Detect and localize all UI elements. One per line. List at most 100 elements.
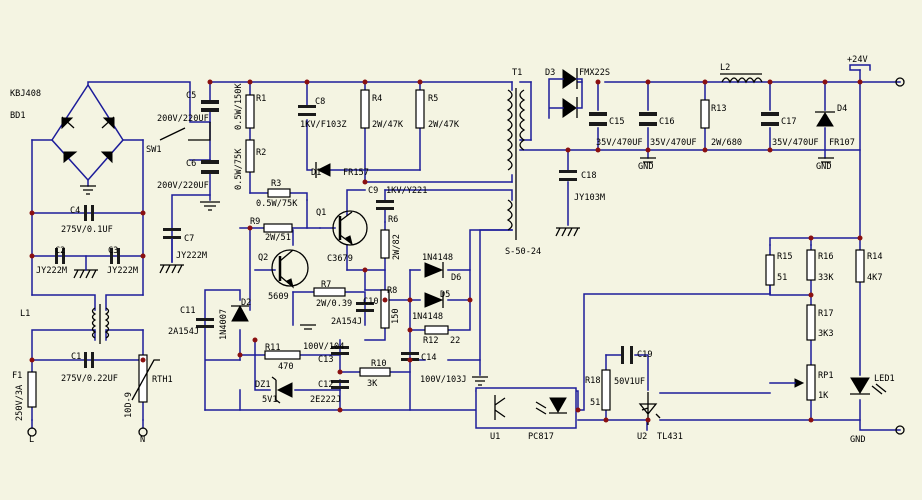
- label-r6: R6: [388, 215, 398, 225]
- label-r5-value: 2W/47K: [428, 120, 460, 130]
- label-c4: C4: [70, 206, 80, 216]
- label-c19-value: 50V1UF: [614, 377, 645, 387]
- label-d3: D3: [545, 68, 555, 78]
- label-c11-value: 2A154J: [168, 327, 199, 337]
- label-c15: C15: [609, 117, 625, 127]
- label-t1: T1: [512, 68, 522, 78]
- label-r15: R15: [777, 252, 793, 262]
- label-c1: C1: [71, 352, 81, 362]
- label-d6: D6: [451, 273, 461, 283]
- label-l: L: [29, 435, 34, 445]
- label-r14-value: 4K7: [867, 273, 883, 283]
- transistors: [271, 210, 661, 425]
- label-c7: C7: [184, 234, 194, 244]
- label-c3: C3: [108, 246, 118, 256]
- label-q2-part: 5609: [268, 292, 289, 302]
- label-bd1: BD1: [10, 111, 26, 121]
- label-r12: R12: [423, 336, 439, 346]
- label-c3-value: JY222M: [107, 266, 138, 276]
- label-bridge-part: KBJ408: [10, 89, 41, 99]
- label-c1-value: 275V/0.22UF: [61, 374, 118, 384]
- label-c5: C5: [186, 91, 196, 101]
- label-c10-value: 2A154J: [331, 317, 362, 327]
- label-t1-part: S-50-24: [505, 247, 541, 257]
- label-f1: F1: [12, 371, 22, 381]
- label-r13-value: 2W/680: [711, 138, 742, 148]
- label-c15-value: 35V/470UF: [596, 138, 643, 148]
- diodes: [231, 68, 887, 404]
- label-r18-value: 51: [590, 398, 600, 408]
- label-gnd-3: GND: [850, 435, 866, 445]
- label-d5-part: 1N4148: [412, 312, 443, 322]
- component-labels: KBJ408 BD1 C5 200V/220UF C6 200V/220UF R…: [10, 55, 895, 445]
- label-l2: L2: [720, 63, 730, 73]
- label-r8: R8: [387, 286, 397, 296]
- label-r15-value: 51: [777, 273, 787, 283]
- label-r4-value: 2W/47K: [372, 120, 404, 130]
- label-rp1: RP1: [818, 371, 834, 381]
- label-r17-value: 3K3: [818, 329, 834, 339]
- label-c5-value: 200V/220UF: [157, 114, 209, 124]
- label-u1: U1: [490, 432, 500, 442]
- label-r9-value: 2W/51: [265, 233, 291, 243]
- label-led1: LED1: [874, 374, 895, 384]
- label-r4: R4: [372, 94, 382, 104]
- label-r10: R10: [371, 359, 387, 369]
- label-u1-part: PC817: [528, 432, 554, 442]
- label-d4-part: FR107: [829, 138, 855, 148]
- label-d1-part: FR157: [343, 168, 369, 178]
- label-d5: D5: [440, 290, 450, 300]
- label-r7: R7: [321, 280, 331, 290]
- label-d2-value: 1N4007: [219, 309, 229, 340]
- label-r1-value: 0.5W/150K: [234, 83, 244, 130]
- label-q1: Q1: [316, 208, 326, 218]
- label-r10-value: 3K: [367, 379, 378, 389]
- label-r18: R18: [585, 376, 601, 386]
- label-rp1-value: 1K: [818, 391, 829, 401]
- label-r3: R3: [271, 179, 281, 189]
- label-u2: U2: [637, 432, 647, 442]
- label-c10: C10: [363, 297, 379, 307]
- label-r7-value: 2W/0.39: [316, 299, 352, 309]
- label-d3-part: FMX22S: [579, 68, 610, 78]
- label-r11: R11: [265, 343, 281, 353]
- label-c2-value: JY222M: [36, 266, 67, 276]
- wires: [31, 69, 901, 431]
- label-r11-value: 470: [278, 362, 294, 372]
- label-d6-part: 1N4148: [422, 253, 453, 263]
- label-r12-value: 22: [450, 336, 460, 346]
- capacitors: [55, 100, 779, 389]
- label-c4-value: 275V/0.1UF: [61, 225, 113, 235]
- label-c13: C13: [318, 355, 334, 365]
- label-c8-value: 1KV/F103Z: [300, 120, 347, 130]
- label-l1: L1: [20, 309, 30, 319]
- label-gnd-1: GND: [638, 162, 654, 172]
- label-r5: R5: [428, 94, 438, 104]
- label-rth1: RTH1: [152, 375, 173, 385]
- resistors: [27, 89, 865, 411]
- label-r2: R2: [256, 148, 266, 158]
- label-c6: C6: [186, 159, 196, 169]
- misc-symbols: [27, 64, 905, 437]
- label-r8-value: 150: [391, 308, 401, 324]
- label-24v: +24V: [847, 55, 868, 65]
- label-c11: C11: [180, 306, 196, 316]
- label-q1-part: C3679: [327, 254, 353, 264]
- label-c14: C14: [421, 353, 437, 363]
- label-r14: R14: [867, 252, 883, 262]
- label-c8: C8: [315, 97, 325, 107]
- label-c17: C17: [781, 117, 797, 127]
- bridge-rectifier: [61, 116, 115, 164]
- label-r16-value: 33K: [818, 273, 834, 283]
- label-c19: C19: [637, 350, 653, 360]
- label-c16: C16: [659, 117, 675, 127]
- label-d4: D4: [837, 104, 847, 114]
- junction-dots: [29, 79, 863, 423]
- label-r2-value: 0.5W/75K: [234, 148, 244, 190]
- label-r17: R17: [818, 309, 834, 319]
- label-c9: C9: [368, 186, 378, 196]
- label-r9: R9: [250, 217, 260, 227]
- label-d1: D1: [311, 168, 321, 178]
- label-u2-part: TL431: [657, 432, 683, 442]
- label-c13-value: 100V/104: [303, 342, 344, 352]
